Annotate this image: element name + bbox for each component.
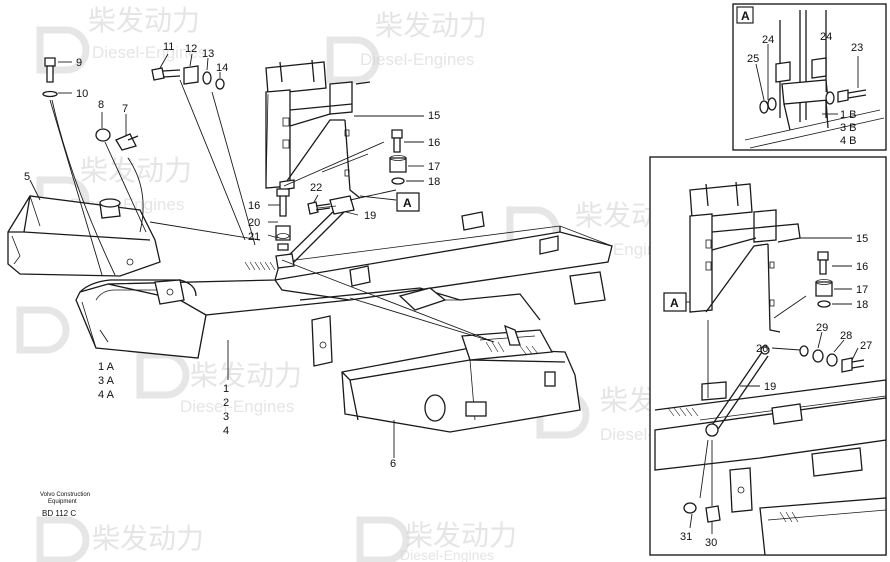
watermark-brand: 柴发动力 (375, 9, 487, 42)
watermark-sub: Diesel-Engines (180, 397, 294, 416)
callout-label: A (403, 196, 412, 210)
bolt-9 (42, 57, 58, 98)
label-r26: 26 (756, 343, 768, 355)
watermark-sub: Diesel-Engines (400, 547, 494, 562)
label-5: 5 (24, 171, 30, 183)
credit-block: Volvo Construction Equipment BD 112 C (40, 492, 90, 518)
label-1a: 1 A (98, 361, 115, 373)
battery-box (341, 324, 581, 433)
bolt-22 (307, 201, 331, 215)
label-19: 19 (364, 210, 376, 222)
label-15: 15 (428, 110, 440, 122)
label-r19: 19 (764, 381, 776, 393)
inset-detail-a: A 24 24 25 23 1 B 3 B 4 B (732, 3, 887, 151)
watermark-logo (16, 306, 70, 354)
callout-label: A (670, 296, 679, 310)
label-r30: 30 (705, 537, 717, 549)
label-6: 6 (390, 458, 396, 470)
watermark-logo (356, 516, 410, 562)
watermark-logo (36, 516, 90, 562)
label-11: 11 (163, 41, 174, 53)
label-24a: 24 (762, 34, 774, 46)
leader-lines-main (49, 79, 495, 343)
label-20: 20 (248, 217, 260, 229)
credit-line1: Volvo Construction (40, 492, 90, 498)
stay-rod (281, 195, 355, 267)
label-10: 10 (76, 88, 88, 100)
main-frame (75, 211, 613, 367)
label-18: 18 (428, 176, 440, 188)
label-2: 2 (223, 397, 229, 409)
label-4: 4 (223, 425, 229, 437)
label-9: 9 (76, 57, 82, 69)
watermark-sub: Diesel-Engines (360, 50, 474, 69)
label-ticks-main (29, 53, 424, 458)
label-8: 8 (98, 99, 104, 111)
label-13: 13 (202, 48, 214, 60)
watermark-brand: 柴发动力 (80, 154, 192, 187)
watermark-logo (36, 26, 90, 74)
label-r29: 29 (816, 322, 828, 334)
watermark-logo (326, 36, 380, 84)
label-4b: 4 B (840, 135, 857, 147)
watermark-brand: 柴发动力 (92, 522, 204, 555)
label-16: 16 (428, 137, 440, 149)
label-21: 21 (248, 231, 260, 243)
watermark-brand: 柴发动力 (405, 519, 517, 552)
label-r27: 27 (860, 340, 872, 352)
label-3: 3 (223, 411, 229, 423)
label-r31: 31 (680, 531, 692, 543)
label-17: 17 (428, 161, 440, 173)
label-1b: 1 B (840, 109, 857, 121)
mount-stack (275, 188, 295, 269)
drawing-code: BD 112 C (42, 509, 76, 518)
inset-a-label: A (741, 9, 750, 23)
watermark-brand: 柴发动力 (88, 4, 200, 37)
bolt-11 (151, 65, 225, 90)
part-labels-main: 9 10 11 12 13 14 8 7 5 15 16 17 18 22 19… (24, 41, 440, 470)
watermark-logo (136, 351, 190, 399)
label-r17: 17 (856, 284, 868, 296)
bolt-7-8 (95, 128, 139, 151)
label-r28: 28 (840, 330, 852, 342)
callout-a-main: A (396, 192, 420, 212)
label-r15: 15 (856, 233, 868, 245)
fasteners-bracket (389, 129, 407, 185)
cab-support-bracket (265, 59, 371, 199)
label-16b: 16 (248, 200, 260, 212)
label-r18: 18 (856, 299, 868, 311)
label-4a: 4 A (98, 389, 115, 401)
label-1: 1 (223, 383, 229, 395)
label-r16: 16 (856, 261, 868, 273)
watermark-brand: 柴发动力 (190, 359, 302, 392)
watermark-sub: Diesel-Engines (92, 43, 206, 62)
label-25: 25 (747, 53, 759, 65)
inset-detail-right: A 15 16 17 18 29 28 27 26 19 31 30 (649, 156, 887, 556)
label-12: 12 (185, 43, 197, 55)
label-22: 22 (310, 182, 322, 194)
credit-line2: Equipment (48, 499, 77, 505)
fuel-tank (7, 195, 161, 277)
label-7: 7 (122, 103, 128, 115)
label-3a: 3 A (98, 375, 115, 387)
label-14: 14 (216, 62, 228, 74)
label-24b: 24 (820, 31, 832, 43)
label-3b: 3 B (840, 122, 857, 134)
label-23: 23 (851, 42, 863, 54)
